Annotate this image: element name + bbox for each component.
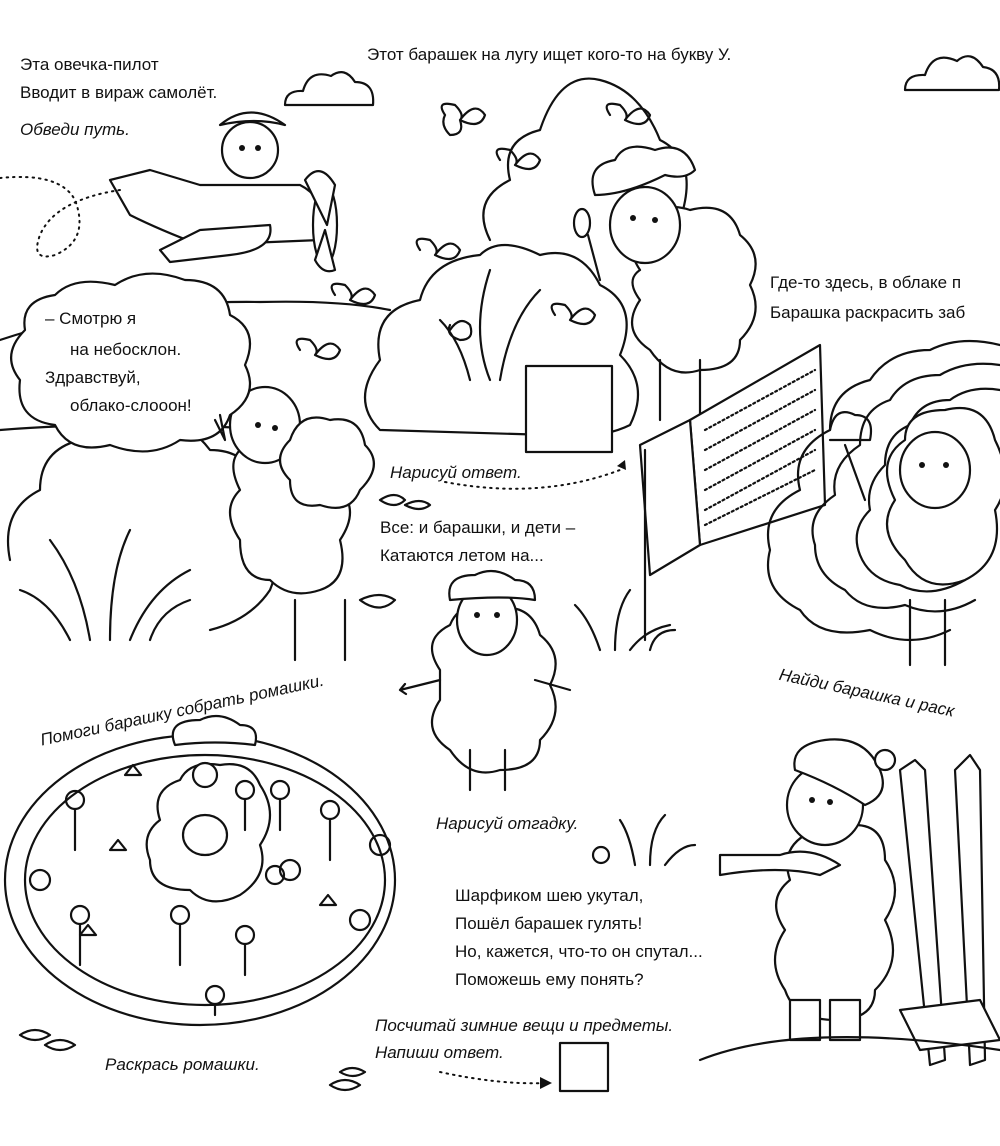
plane-dotted-path — [0, 175, 121, 258]
small-flower-icon — [591, 845, 611, 865]
sheep-with-cloud — [228, 385, 397, 662]
plane-poem-line2: Вводит в вираж самолёт. — [20, 83, 218, 102]
speech-line2: на небосклон. — [70, 340, 182, 359]
answer-box-meadow[interactable] — [524, 364, 614, 454]
swing-riddle-line1: Все: и барашки, и дети – — [380, 518, 576, 537]
sheep-hidden-in-cloud — [766, 339, 1000, 667]
speech-bubble-cloud — [10, 272, 252, 453]
plane-task: Обведи путь. — [20, 120, 130, 139]
sheep-center — [398, 569, 572, 792]
winter-poem-line3: Но, кажется, что-то он спутал... — [455, 942, 703, 961]
winter-task-line2: Напиши ответ. — [375, 1043, 504, 1062]
answer-box-winter[interactable] — [558, 1041, 610, 1093]
flower-meadow-inner — [23, 753, 387, 1007]
sheep-with-magnifier — [572, 145, 757, 422]
plane-illustration — [108, 111, 339, 273]
swing-riddle-line2: Катаются летом на... — [380, 546, 544, 565]
winter-sheep — [718, 738, 897, 1042]
daisies-and-tulips — [28, 763, 392, 1017]
small-cloud-top-right — [903, 55, 1000, 92]
skis-and-sled — [698, 753, 1000, 1067]
butterflies — [295, 102, 652, 361]
winter-poem-line1: Шарфиком шею укутал, — [455, 886, 644, 905]
cloud-line1: Где-то здесь, в облаке п — [770, 273, 962, 292]
swing-task: Нарисуй отгадку. — [436, 814, 579, 833]
plane-poem-line1: Эта овечка-пилот — [20, 55, 159, 74]
sheep-with-flower — [145, 714, 271, 903]
tall-bush-hill — [482, 77, 688, 242]
meadow-riddle: Этот барашек на лугу ищет кого-то на бук… — [367, 45, 732, 64]
speech-line4: облако-слооон! — [70, 396, 192, 415]
flowers-task-bottom: Раскрась ромашки. — [105, 1055, 260, 1074]
meadow-task: Нарисуй ответ. — [390, 463, 522, 482]
winter-poem-line2: Пошёл барашек гулять! — [455, 914, 643, 933]
winter-task-line1: Посчитай зимние вещи и предметы. — [375, 1016, 674, 1035]
winter-poem-line4: Поможешь ему понять? — [455, 970, 644, 989]
speech-line1: – Смотрю я — [45, 309, 137, 328]
small-cloud-top — [283, 71, 375, 107]
cloud-line2: Барашка раскрасить заб — [770, 303, 966, 322]
speech-line3: Здравствуй, — [45, 368, 141, 387]
